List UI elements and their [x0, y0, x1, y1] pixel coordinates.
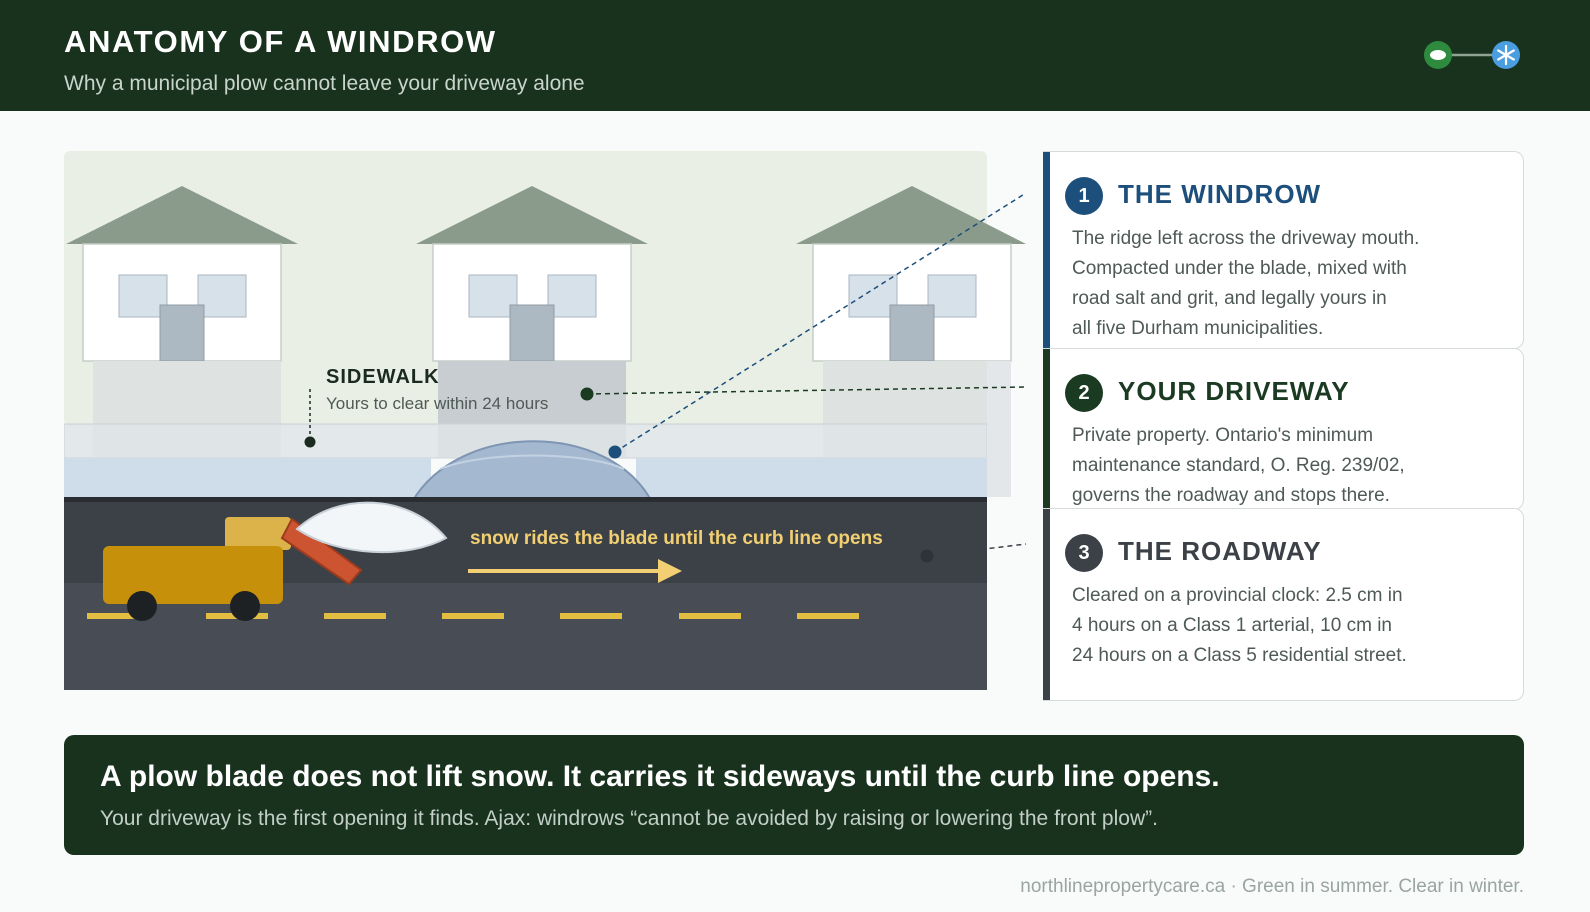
snowbank-right: [636, 458, 987, 497]
sidewalk-label: SIDEWALK: [326, 366, 440, 388]
plow-cab: [225, 517, 291, 550]
plow-blade: [280, 517, 363, 586]
header: ANATOMY OF A WINDROW Why a municipal plo…: [0, 0, 1590, 111]
panel-line: 24 hours on a Class 5 residential street…: [1072, 645, 1407, 666]
house-left: [66, 186, 298, 457]
panel-body: Cleared on a provincial clock: 2.5 cm in…: [1072, 581, 1472, 671]
key-message-banner: A plow blade does not lift snow. It carr…: [64, 735, 1524, 855]
road-edge: [64, 497, 987, 502]
window: [118, 274, 168, 318]
sidewalk-note: Yours to clear within 24 hours: [326, 394, 548, 413]
banner-subtext: Your driveway is the first opening it fi…: [100, 807, 1158, 830]
window: [927, 274, 977, 318]
right-side-fill: [987, 361, 1011, 497]
panel-line: road salt and grit, and legally yours in: [1072, 288, 1387, 309]
page-title: ANATOMY OF A WINDROW: [64, 24, 497, 59]
blade-note: snow rides the blade until the curb line…: [470, 528, 883, 549]
panel-title: THE WINDROW: [1118, 179, 1322, 209]
house-right: [796, 186, 1026, 457]
snow-plow-truck-icon: [103, 517, 363, 621]
panel-line: The ridge left across the driveway mouth…: [1072, 228, 1420, 249]
panel-line: Compacted under the blade, mixed with: [1072, 258, 1407, 279]
window: [468, 274, 518, 318]
window: [197, 274, 247, 318]
page-subtitle: Why a municipal plow cannot leave your d…: [64, 72, 585, 95]
house-center: [416, 186, 648, 457]
roadway-callout-line: [926, 543, 1027, 557]
leaf-icon: [1430, 50, 1446, 60]
blade-arrow-head: [658, 559, 682, 583]
windrow: [410, 440, 654, 503]
logo: [1424, 41, 1520, 69]
sidewalk-dot: [304, 436, 316, 448]
snowflake-icon: [1497, 44, 1515, 66]
panel-line: maintenance standard, O. Reg. 239/02,: [1072, 455, 1405, 476]
panel-accent-bar: [1043, 349, 1050, 509]
panel-accent-bar: [1043, 509, 1050, 700]
plow-wheel: [127, 591, 157, 621]
panel-line: all five Durham municipalities.: [1072, 318, 1324, 339]
panel-line: Cleared on a provincial clock: 2.5 cm in: [1072, 585, 1403, 606]
number-badge: 3: [1065, 534, 1103, 572]
plow-wheel: [230, 591, 260, 621]
roof: [66, 186, 298, 244]
number-badge: 1: [1065, 177, 1103, 215]
panel-accent-bar: [1043, 152, 1050, 348]
panel-windrow: 1 THE WINDROW The ridge left across the …: [1043, 151, 1524, 349]
door: [159, 304, 205, 362]
driveway-callout-dot: [580, 387, 594, 401]
panel-title: THE ROADWAY: [1118, 536, 1322, 566]
footer-credit: northlinepropertycare.ca · Green in summ…: [1020, 876, 1524, 897]
driveway-callout-line: [586, 386, 1027, 395]
door: [889, 304, 935, 362]
street-scene: snow rides the blade until the curb line…: [64, 151, 1027, 690]
panel-body: The ridge left across the driveway mouth…: [1072, 224, 1472, 344]
panel-line: governs the roadway and stops there.: [1072, 485, 1390, 506]
plow-body: [103, 546, 283, 604]
panel-title: YOUR DRIVEWAY: [1118, 376, 1350, 406]
banner-headline: A plow blade does not lift snow. It carr…: [100, 760, 1220, 793]
panel-line: 4 hours on a Class 1 arterial, 10 cm in: [1072, 615, 1392, 636]
panel-driveway: 2 YOUR DRIVEWAY Private property. Ontari…: [1043, 348, 1524, 510]
windrow-callout-dot: [608, 445, 622, 459]
number-badge: 2: [1065, 374, 1103, 412]
snowbank-left: [64, 458, 431, 497]
panel-body: Private property. Ontario's minimum main…: [1072, 421, 1472, 511]
door: [509, 304, 555, 362]
windrow-highlight: [439, 454, 625, 470]
window: [848, 274, 898, 318]
panel-roadway: 3 THE ROADWAY Cleared on a provincial cl…: [1043, 508, 1524, 701]
roadway-callout-dot: [920, 549, 934, 563]
roof: [416, 186, 648, 244]
window: [547, 274, 597, 318]
panel-line: Private property. Ontario's minimum: [1072, 425, 1374, 446]
carried-snow: [295, 501, 448, 554]
